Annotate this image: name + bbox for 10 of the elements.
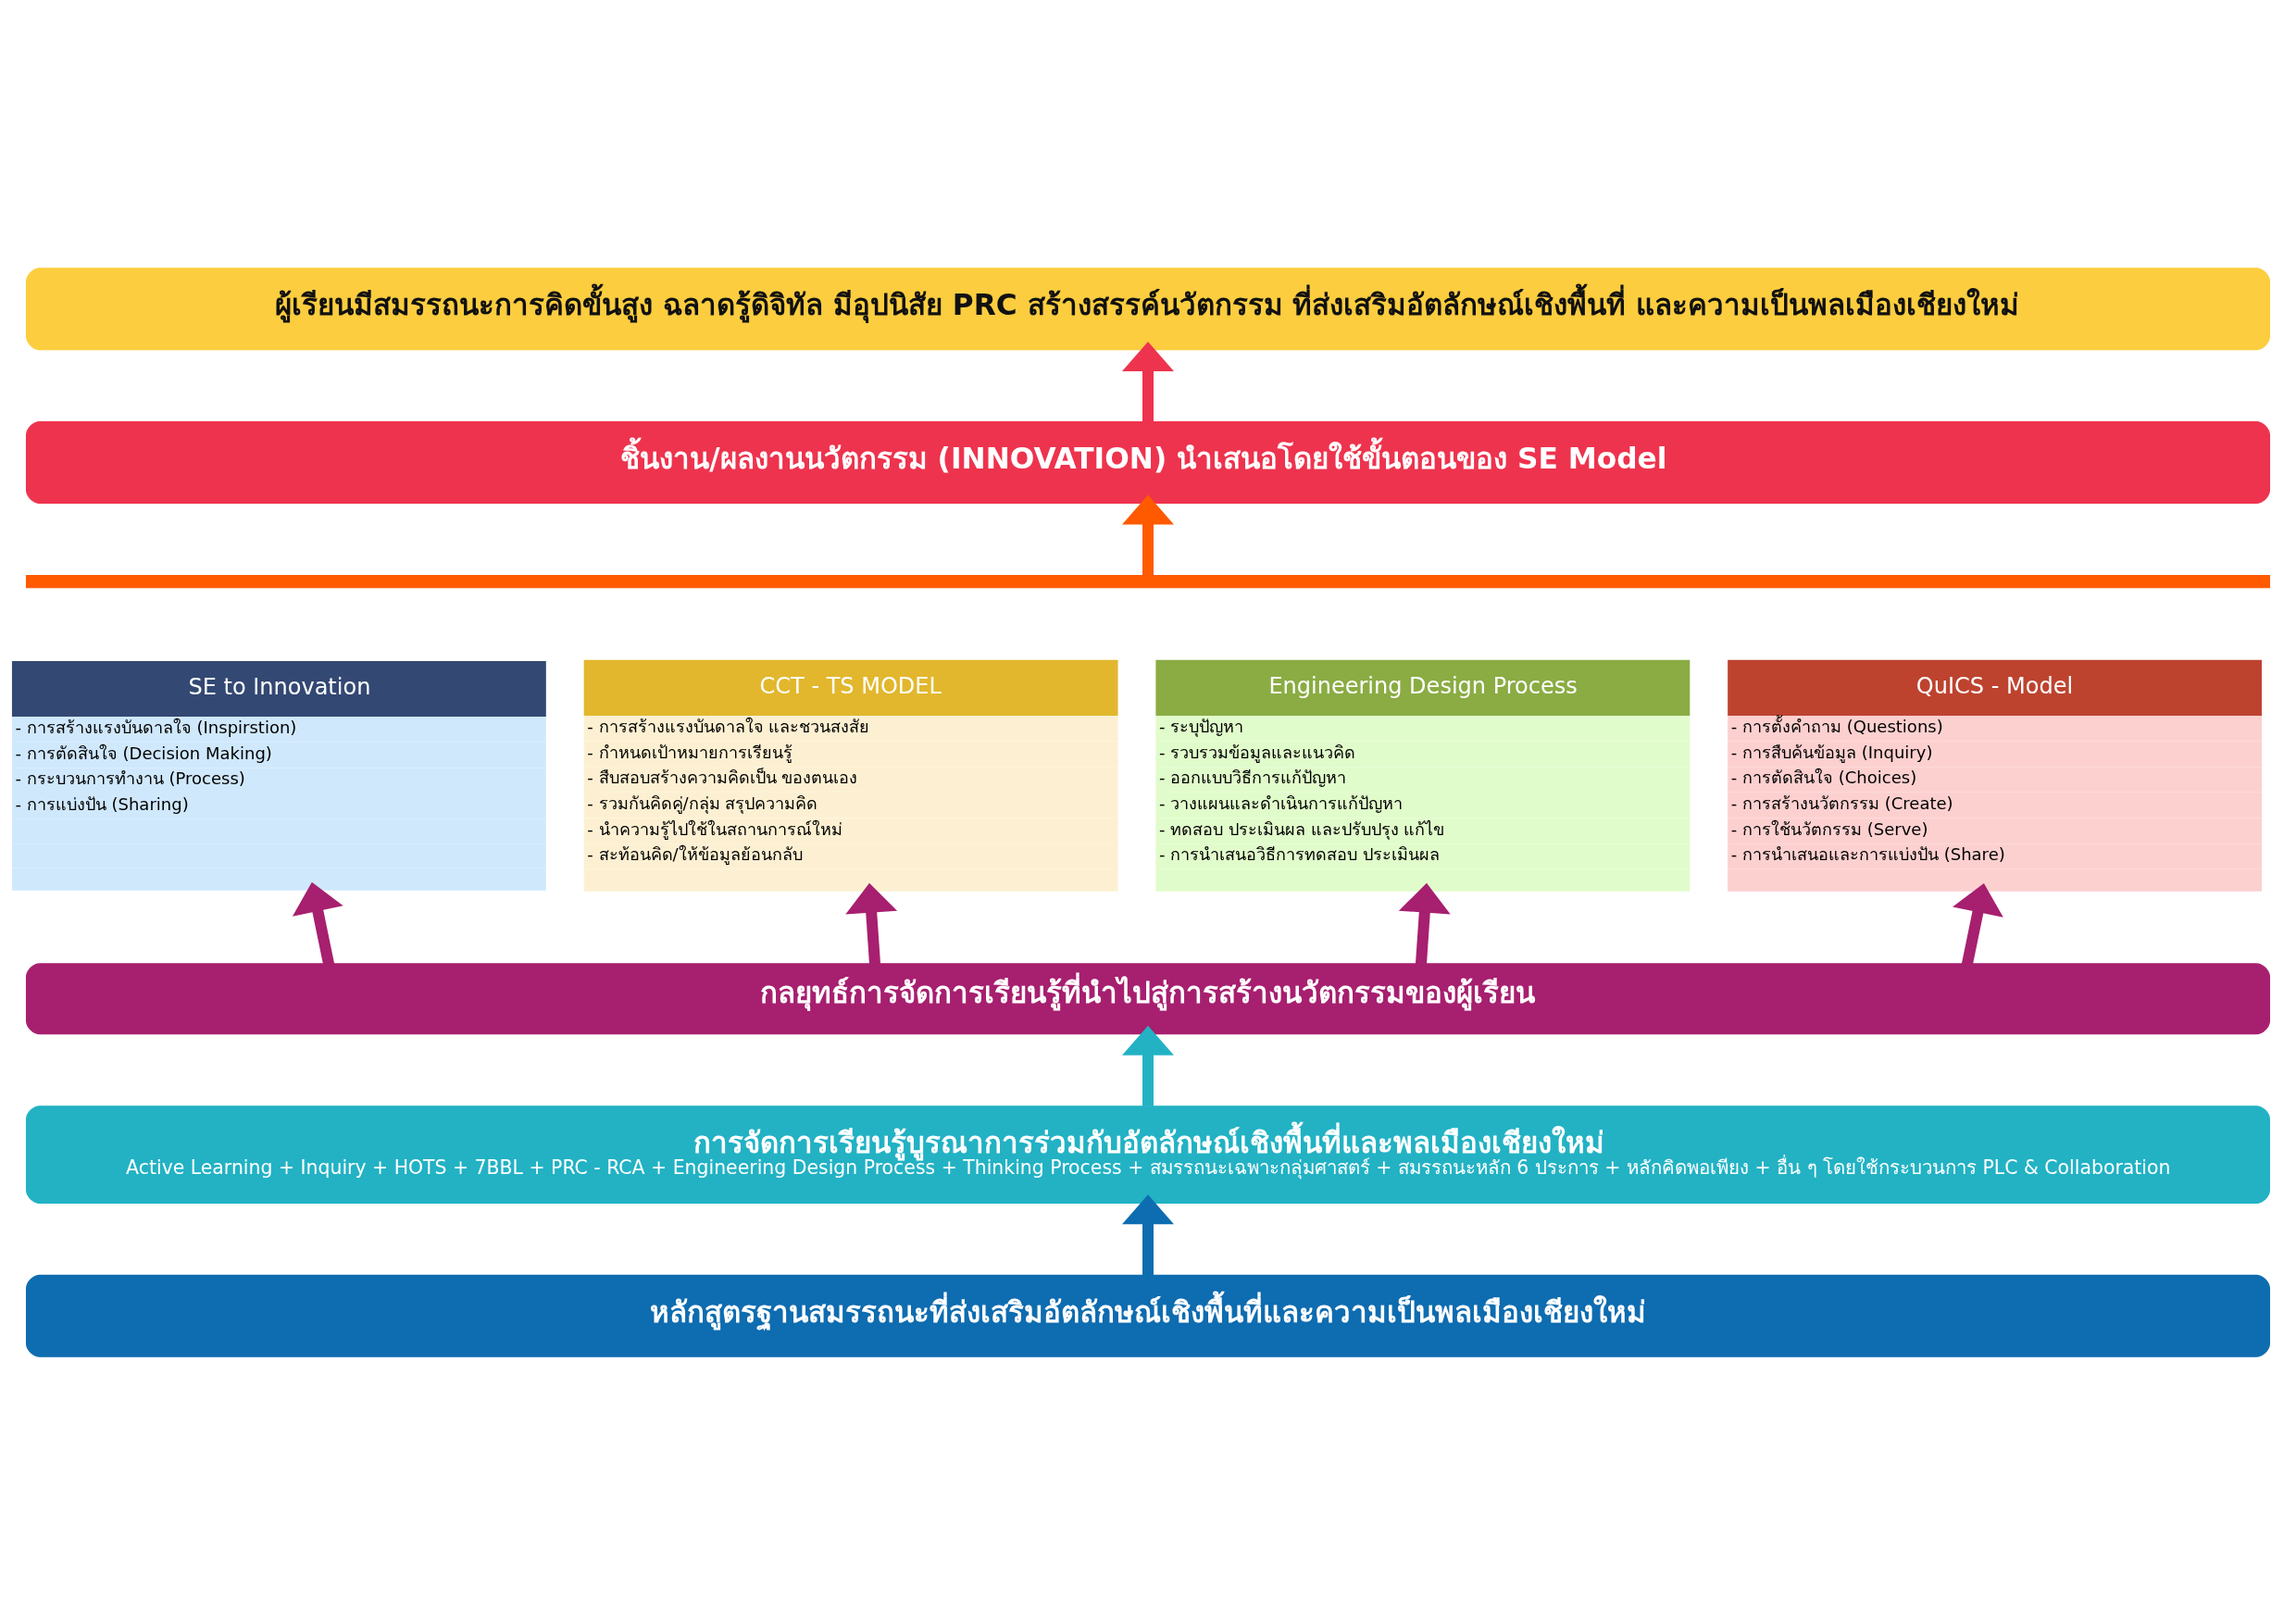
arrow	[1122, 1025, 1174, 1106]
node-box: กลยุทธ์การจัดการเรียนรู้ที่นำไปสู่การสร้างนวัตกรรมของผู้เรียน	[25, 962, 2271, 1034]
node-box: ชิ้นงาน/ผลงานนวัตกรรม (INNOVATION) นำเสนอโดยใช้ขั้นตอนของ SE Model	[25, 420, 2271, 504]
node-box: การจัดการเรียนรู้บูรณาการร่วมกับอัตลักษณ์เชิงพื้นที่และพลเมืองเชียงใหม่ Active Learning + Inquiry + HOTS + 7BBL + PRC - RCA + Engineering Design Process + Thinking Process + สมรรถนะเฉพาะกลุ่มศาสตร์ + สมรรถนะหลัก 6 ประการ + หลักคิดพอเพียง + อื่น ๆ โดยใช้กระบวนการ PLC & Collaboration	[25, 1105, 2271, 1204]
node-bar	[25, 574, 2271, 588]
arrow	[1122, 493, 1174, 575]
arrow	[1122, 341, 1174, 421]
arrow	[1122, 1193, 1174, 1275]
node-box: ผู้เรียนมีสมรรถนะการคิดขั้นสูง ฉลาดรู้ดิจิทัล มีอุปนิสัย PRC สร้างสรรค์นวัตกรรม ที่ส่งเสริมอัตลักษณ์เชิงพื้นที่ และความเป็นพลเมืองเชียงใหม่	[25, 267, 2271, 350]
node-box: หลักสูตรฐานสมรรถนะที่ส่งเสริมอัตลักษณ์เชิงพื้นที่และความเป็นพลเมืองเชียงใหม่	[25, 1274, 2271, 1357]
